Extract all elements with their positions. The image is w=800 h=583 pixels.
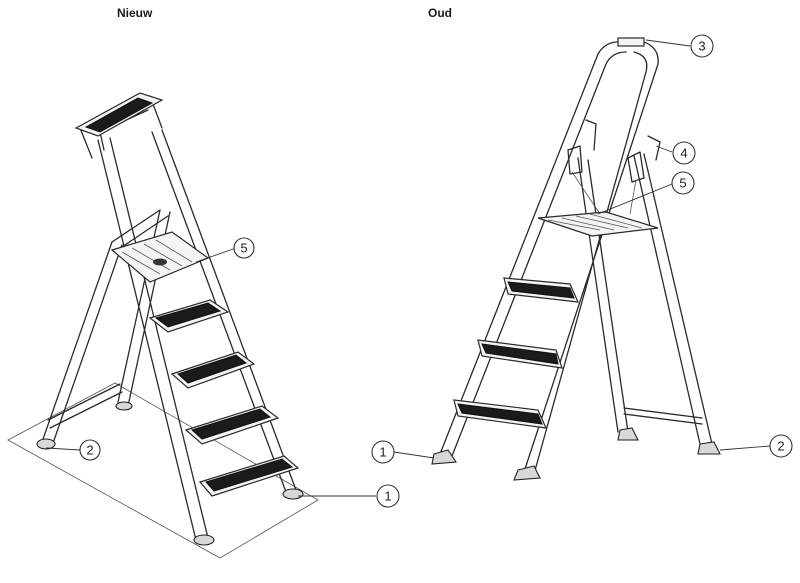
old-step-1-tread xyxy=(507,281,575,299)
old-front-stile-left xyxy=(439,41,627,457)
new-platform-step xyxy=(110,231,210,283)
new-foot-front-left xyxy=(193,534,215,546)
old-foot-front-right xyxy=(513,465,541,481)
old-front-stile-right xyxy=(523,39,659,475)
new-floor-plane xyxy=(7,382,319,559)
old-callout-5-leader xyxy=(597,183,673,215)
old-foot-front-left xyxy=(431,449,457,465)
old-callout-5-label: 5 xyxy=(679,176,686,191)
panel-title-old: Oud xyxy=(428,6,452,20)
old-step-3-tread xyxy=(457,403,543,425)
old-callout-3-label: 3 xyxy=(698,39,705,54)
old-callout-1-leader xyxy=(393,451,435,459)
old-foot-rear-left xyxy=(617,427,639,441)
old-platform-ribs xyxy=(547,213,643,231)
old-ladder: 3 4 5 1 2 xyxy=(371,34,793,481)
new-callout-2: 2 xyxy=(79,439,101,461)
old-hinge-left xyxy=(567,119,597,175)
new-step-4-tread xyxy=(205,458,294,492)
old-foot-rear-right xyxy=(697,441,721,455)
old-callout-3: 3 xyxy=(690,34,714,58)
new-foot-rear-left xyxy=(36,438,56,450)
new-platform-ribs xyxy=(121,239,193,275)
new-rear-crossbar xyxy=(47,383,123,429)
old-callout-4-label: 4 xyxy=(680,146,687,161)
panel-title-new: Nieuw xyxy=(117,6,153,20)
new-foot-rear-right xyxy=(115,401,133,411)
new-rear-brace xyxy=(111,209,169,248)
new-callout-1-label: 1 xyxy=(384,489,391,504)
new-front-stile-left xyxy=(97,137,209,541)
new-platform-hole xyxy=(153,258,167,266)
old-top-cap xyxy=(617,37,645,47)
new-foot-front-right xyxy=(282,488,304,500)
old-callout-3-leader xyxy=(645,39,691,47)
old-hinge-right xyxy=(627,135,661,183)
new-callout-5: 5 xyxy=(233,237,255,259)
old-callout-1-label: 1 xyxy=(379,445,386,460)
new-top-tray-pad xyxy=(84,97,154,133)
new-step-1-tread xyxy=(154,302,222,328)
new-step-2-tread xyxy=(177,354,248,384)
old-callout-4: 4 xyxy=(672,141,696,165)
old-callout-5: 5 xyxy=(671,171,695,195)
old-rear-leg-right xyxy=(633,153,713,445)
new-callout-5-label: 5 xyxy=(240,241,247,256)
old-hinge-strap xyxy=(571,171,637,215)
old-callout-1: 1 xyxy=(371,440,395,464)
new-callout-1: 1 xyxy=(376,484,400,508)
new-callout-5-leader xyxy=(195,247,237,263)
new-step-3-tread xyxy=(191,408,272,440)
old-callout-4-leader xyxy=(655,145,673,153)
old-rear-leg-left xyxy=(577,157,629,433)
old-callout-2: 2 xyxy=(769,434,793,458)
new-ladder: 5 2 1 xyxy=(7,92,400,559)
old-step-2-tread xyxy=(481,343,559,365)
old-platform-step xyxy=(537,211,659,237)
old-callout-2-leader xyxy=(719,445,771,451)
new-callout-2-label: 2 xyxy=(86,443,93,458)
new-callout-2-leader xyxy=(45,447,81,451)
old-callout-2-label: 2 xyxy=(777,439,784,454)
old-rear-crossbar xyxy=(623,407,703,425)
